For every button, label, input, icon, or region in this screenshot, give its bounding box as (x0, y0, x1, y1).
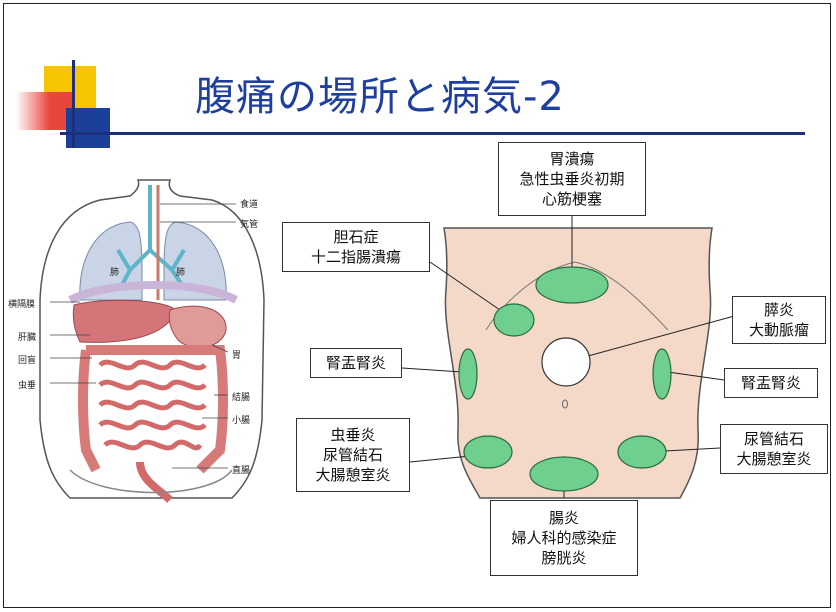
pain-spot-suprapubic (529, 456, 599, 492)
pain-spot-left-flank (652, 348, 672, 400)
label-lung-right: 肺 (176, 268, 186, 278)
small-intestine (98, 359, 207, 451)
label-diaphragm: 横隔膜 (8, 300, 36, 310)
box-bottom-line-3: 膀胱炎 (541, 549, 587, 567)
box-upper-right-line-1: 膵炎 (763, 301, 794, 319)
box-middle-right-line-1: 腎盂腎炎 (740, 374, 801, 392)
box-upper-right: 膵炎 大動脈瘤 (732, 296, 826, 344)
decor-vertical-line (72, 60, 75, 148)
box-lower-left: 虫垂炎 尿管結石 大腸憩室炎 (296, 418, 410, 492)
label-cecum: 回盲 (18, 356, 37, 366)
navel (562, 399, 568, 409)
pain-spot-right-lower (463, 435, 513, 469)
pain-spots (458, 266, 672, 492)
box-top: 胃潰瘍 急性虫垂炎初期 心筋梗塞 (498, 142, 646, 216)
box-lower-right-line-2: 大腸憩室炎 (736, 450, 812, 468)
box-middle-left-line-1: 腎盂腎炎 (325, 354, 386, 372)
label-liver: 肝臓 (18, 333, 37, 343)
leader-lines (50, 203, 236, 469)
label-rectum: 直腸 (232, 466, 251, 476)
pain-spot-left-lower (617, 435, 667, 469)
box-top-line-2: 急性虫垂炎初期 (519, 170, 625, 188)
box-top-line-1: 胃潰瘍 (549, 150, 595, 168)
large-intestine (78, 345, 228, 474)
box-lower-left-line-3: 大腸憩室炎 (315, 466, 391, 484)
pain-spot-periumbilical (541, 337, 591, 387)
label-lung-left: 肺 (110, 268, 120, 278)
slide-title: 腹痛の場所と病気-2 (195, 74, 565, 120)
label-colon: 結腸 (232, 393, 251, 403)
box-upper-left-line-2: 十二指腸潰瘍 (310, 248, 401, 266)
box-upper-left-line-1: 胆石症 (333, 228, 379, 246)
title-underline (60, 132, 805, 135)
label-small-intestine: 小腸 (232, 416, 251, 426)
liver (72, 299, 177, 343)
pain-spot-epigastric (535, 266, 609, 304)
box-lower-right-line-1: 尿管結石 (743, 430, 804, 448)
box-top-line-3: 心筋梗塞 (541, 190, 602, 208)
decor-red-square (16, 92, 72, 130)
pelvis (69, 469, 233, 494)
label-appendix: 虫垂 (18, 381, 37, 391)
box-bottom-line-2: 婦人科的感染症 (511, 529, 617, 547)
box-middle-left: 腎盂腎炎 (310, 348, 402, 378)
box-bottom: 腸炎 婦人科的感染症 膀胱炎 (490, 500, 638, 576)
box-lower-left-line-2: 尿管結石 (322, 446, 383, 464)
box-upper-right-line-2: 大動脈瘤 (748, 321, 809, 339)
pain-spot-right-upper (493, 303, 535, 337)
rectum (136, 461, 173, 503)
bronchi (116, 185, 186, 287)
box-bottom-line-1: 腸炎 (548, 509, 579, 527)
pain-spot-right-flank (458, 348, 478, 400)
label-stomach: 胃 (232, 351, 242, 361)
box-lower-right: 尿管結石 大腸憩室炎 (720, 424, 828, 474)
box-middle-right: 腎盂腎炎 (724, 368, 818, 398)
label-trachea: 気管 (240, 220, 259, 230)
label-esophagus: 食道 (240, 200, 259, 210)
box-upper-left: 胆石症 十二指腸潰瘍 (282, 222, 430, 272)
diaphragm (68, 281, 238, 304)
box-lower-left-line-1: 虫垂炎 (330, 426, 376, 444)
ribcage (485, 261, 669, 331)
